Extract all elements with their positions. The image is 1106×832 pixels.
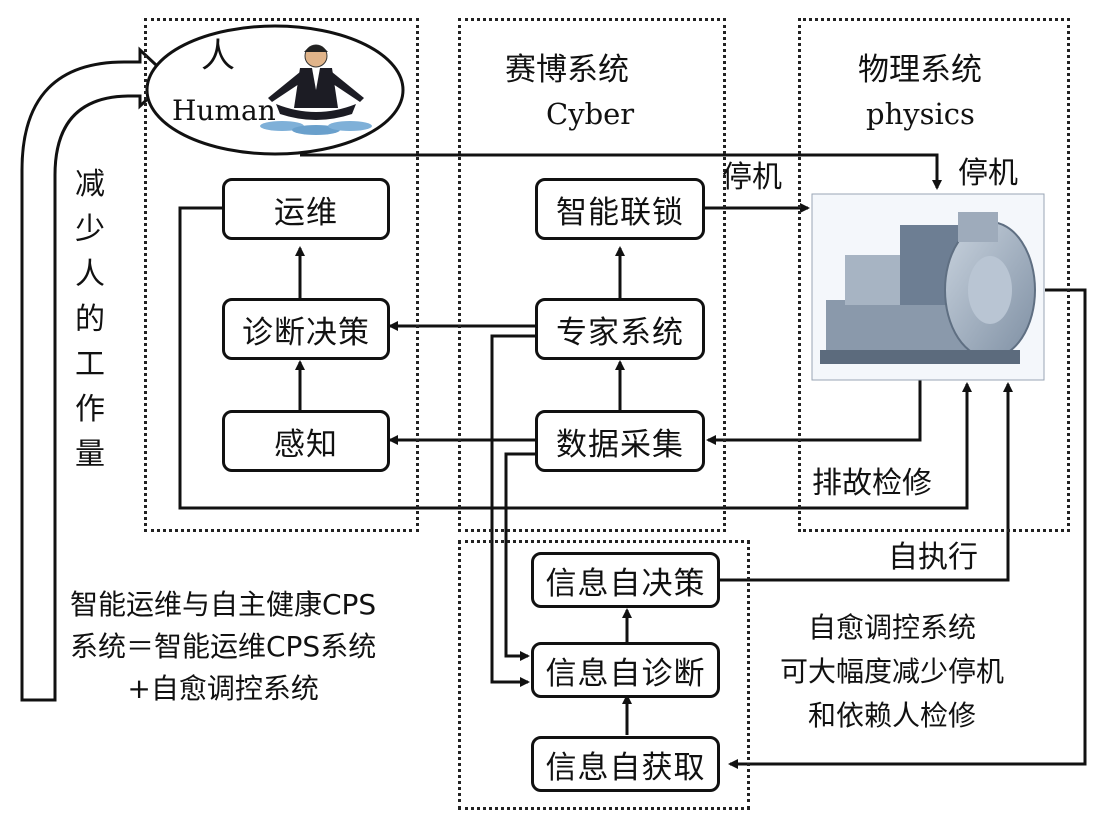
reduce-work-arrow (20, 46, 173, 702)
physics-title-en: physics (866, 97, 975, 131)
person-icon (260, 44, 372, 135)
physics-zone (798, 18, 1070, 532)
stop-label-interlock: 停机 (722, 160, 782, 195)
arrow-machine-to-acquire (728, 288, 1087, 769)
data-collect-box: 数据采集 (535, 410, 705, 472)
self-diagnose-box: 信息自诊断 (531, 642, 720, 698)
human-title-en: Human (172, 94, 276, 127)
reduce-work-label: 减 少 人 的 工 作 量 (75, 167, 105, 472)
machine-image (811, 193, 1045, 381)
diagnosis-decision-box: 诊断决策 (222, 298, 390, 360)
arrow-ops-troubleshoot (178, 206, 972, 510)
self-execute-label: 自执行 (888, 540, 978, 575)
human-zone (144, 18, 419, 532)
cyber-zone (458, 18, 726, 532)
human-title-zh: 人 (201, 36, 235, 76)
physics-title-zh: 物理系统 (858, 52, 982, 88)
interlock-box: 智能联锁 (535, 178, 705, 240)
arrow-human-stop (300, 153, 942, 190)
stop-label-human: 停机 (958, 156, 1018, 191)
arrow-collect-to-diagnose (504, 452, 535, 661)
sense-box: 感知 (222, 410, 390, 472)
self-heal-zone (458, 540, 750, 810)
self-heal-benefit-note: 自愈调控系统 可大幅度减少停机 和依赖人检修 (780, 611, 1005, 732)
expert-system-box: 专家系统 (535, 298, 705, 360)
arrow-machine-to-collect (706, 380, 922, 445)
cps-definition-note: 智能运维与自主健康CPS 系统＝智能运维CPS系统 +自愈调控系统 (70, 588, 377, 705)
cyber-title-en: Cyber (546, 97, 635, 131)
arrow-self-execute (720, 382, 1013, 582)
troubleshoot-label: 排故检修 (812, 466, 932, 501)
self-acquire-box: 信息自获取 (531, 736, 720, 792)
cyber-title-zh: 赛博系统 (505, 52, 629, 88)
ops-box: 运维 (222, 178, 390, 240)
self-decide-box: 信息自决策 (531, 552, 720, 608)
